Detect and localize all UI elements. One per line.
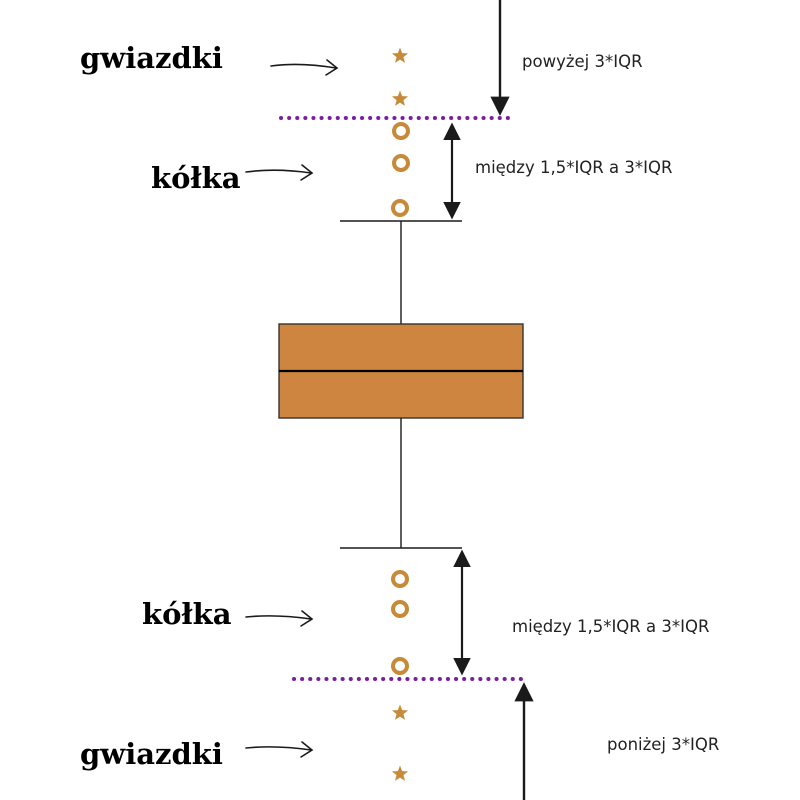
upper-mild-outlier-circle (391, 199, 409, 217)
lower-mild-outlier-circle (391, 657, 409, 675)
upper-extreme-outlier-star-icon (391, 90, 409, 106)
upper-circles-pointer-arrow-icon (245, 164, 314, 181)
lower-stars-pointer-arrow-icon (245, 741, 314, 758)
lower-mild-outlier-circle (391, 570, 409, 588)
upper-mild-outlier-circle (392, 122, 410, 140)
lower-circles-pointer-arrow-icon (245, 610, 314, 627)
upper-mild-outlier-circle (392, 154, 410, 172)
upper-extreme-outlier-star-icon (391, 47, 409, 63)
above-3iqr-annotation: powyżej 3*IQR (522, 52, 643, 71)
lower-mild-outlier-circle (391, 600, 409, 618)
below-3iqr-annotation: poniżej 3*IQR (607, 735, 719, 754)
upper-between-annotation: między 1,5*IQR a 3*IQR (475, 158, 672, 177)
lower-extreme-outlier-star-icon (391, 765, 409, 781)
lower-extreme-outlier-star-icon (391, 704, 409, 720)
upper-stars-label: gwiazdki (80, 41, 223, 75)
upper-circles-label: kółka (151, 161, 241, 195)
lower-circles-label: kółka (142, 597, 232, 631)
lower-between-annotation: między 1,5*IQR a 3*IQR (512, 617, 709, 636)
upper-stars-pointer-arrow-icon (270, 59, 339, 76)
lower-stars-label: gwiazdki (80, 737, 223, 771)
